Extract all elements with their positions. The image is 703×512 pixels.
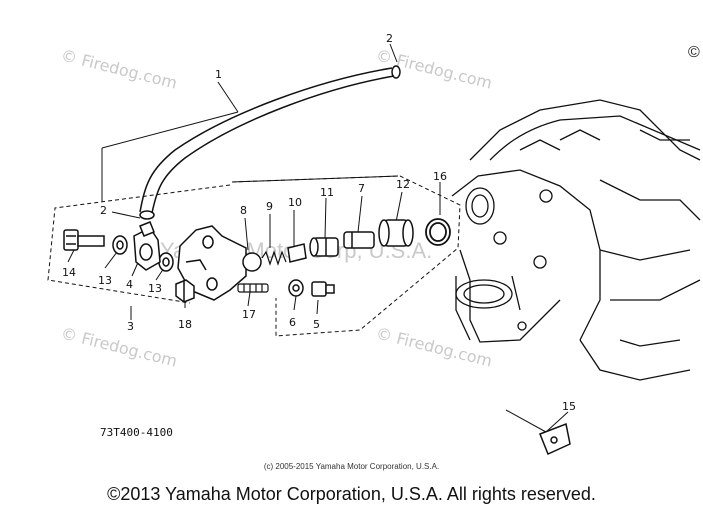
callout-8: 8 — [240, 204, 247, 217]
fitting — [309, 237, 339, 257]
washer-right — [158, 252, 174, 272]
banjo-bolt — [63, 229, 105, 251]
group-boxes — [47, 175, 461, 337]
watermark-layer: © Firedog.com © Firedog.com © Firedog.co… — [59, 45, 494, 370]
stud — [237, 283, 269, 293]
callout-2-left: 2 — [100, 204, 107, 217]
copyright-notice: ©2013 Yamaha Motor Corporation, U.S.A. A… — [107, 484, 596, 504]
callout-17: 17 — [242, 308, 256, 321]
screw — [311, 281, 335, 297]
watermark-text: © Firedog.com — [59, 323, 179, 370]
small-washer — [288, 279, 304, 297]
callout-2-top: 2 — [386, 32, 393, 45]
callout-3: 3 — [127, 320, 134, 333]
corner-copyright-mark: © — [688, 44, 700, 61]
callout-4: 4 — [126, 278, 133, 291]
hose-clip — [539, 422, 571, 456]
o-ring — [425, 218, 451, 246]
leader-lines — [67, 43, 569, 445]
callout-16: 16 — [433, 170, 447, 183]
pump-body — [177, 225, 247, 301]
small-copyright: (c) 2005-2015 Yamaha Motor Corporation, … — [263, 462, 440, 471]
washer-left — [112, 235, 128, 255]
engine-block — [451, 99, 701, 381]
callout-18: 18 — [178, 318, 192, 331]
banjo-union — [133, 221, 161, 271]
callout-11: 11 — [320, 186, 334, 199]
spring — [261, 250, 287, 266]
sleeve — [343, 231, 375, 249]
callout-7: 7 — [358, 182, 365, 195]
callout-14: 14 — [62, 266, 76, 279]
callout-10: 10 — [288, 196, 302, 209]
pump-cylinder — [378, 219, 414, 247]
callout-5: 5 — [313, 318, 320, 331]
callout-13-left: 13 — [98, 274, 112, 287]
callout-6: 6 — [289, 316, 296, 329]
watermark-text: © Firedog.com — [59, 45, 179, 92]
callout-12: 12 — [396, 178, 410, 191]
hose — [139, 65, 401, 220]
callout-1: 1 — [215, 68, 222, 81]
watermark-text: © Firedog.com — [374, 323, 494, 370]
check-ball — [242, 252, 262, 272]
reference-code: 73T400-4100 — [100, 426, 173, 439]
callout-13-right: 13 — [148, 282, 162, 295]
nut — [175, 279, 195, 303]
callout-15: 15 — [562, 400, 576, 413]
callouts: 1 2 2 3 4 5 6 8 9 10 11 7 12 13 13 14 15… — [62, 32, 576, 413]
plunger — [287, 243, 307, 263]
callout-9: 9 — [266, 200, 273, 213]
